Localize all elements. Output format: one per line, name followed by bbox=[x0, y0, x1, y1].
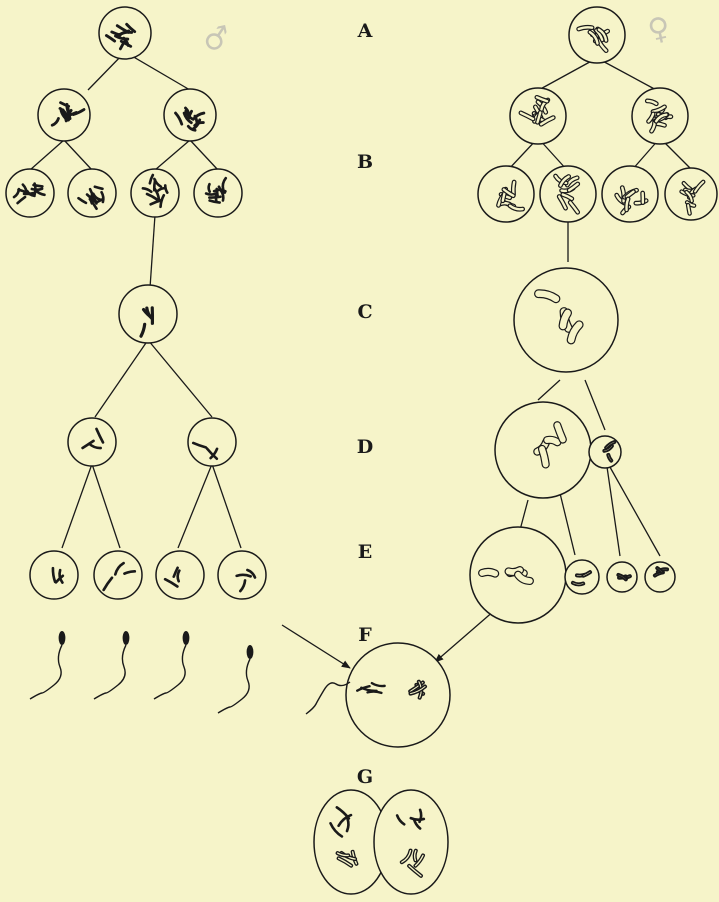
ootid bbox=[470, 527, 566, 623]
cell-membrane bbox=[156, 551, 204, 599]
two-cell-embryo bbox=[314, 790, 448, 894]
connector-line bbox=[190, 140, 218, 170]
stage-label-e: E bbox=[350, 541, 380, 563]
chromosome bbox=[32, 189, 42, 190]
stage-label-a: A bbox=[350, 20, 380, 42]
cell-membrane bbox=[645, 562, 675, 592]
cell-membrane bbox=[131, 169, 179, 217]
sperm bbox=[94, 631, 129, 699]
secondary-spermatocyte-1 bbox=[68, 418, 116, 466]
connector-line bbox=[597, 58, 660, 92]
sperm-head bbox=[183, 631, 190, 645]
spermatocyte-2 bbox=[68, 169, 116, 217]
connector-line bbox=[62, 464, 92, 548]
oogonium-b1 bbox=[510, 88, 566, 144]
connector-line bbox=[150, 215, 155, 288]
secondary-oocyte bbox=[495, 402, 591, 498]
cell-membrane bbox=[188, 418, 236, 466]
connector-line bbox=[558, 485, 575, 555]
chromosome bbox=[206, 193, 216, 194]
chromosome bbox=[209, 184, 210, 192]
blastomere-right bbox=[374, 790, 448, 894]
spermatocyte-4 bbox=[194, 169, 242, 217]
stage-label-b: B bbox=[350, 151, 380, 173]
oocyte-1 bbox=[478, 166, 534, 222]
primary-spermatocyte bbox=[119, 285, 177, 343]
spermatogonium-a bbox=[99, 7, 151, 59]
connector-line bbox=[95, 340, 148, 417]
sperm bbox=[30, 631, 65, 699]
oocyte-2 bbox=[540, 166, 596, 222]
oogonium-b2 bbox=[632, 88, 688, 144]
sperm-arrow bbox=[282, 625, 350, 668]
connector-line bbox=[585, 380, 605, 430]
sperm-tail bbox=[218, 659, 250, 713]
spermatid-3 bbox=[156, 551, 204, 599]
chromosome bbox=[24, 193, 34, 194]
sperm-tail bbox=[154, 645, 186, 699]
fertilized-egg bbox=[346, 643, 450, 747]
egg-arrow bbox=[435, 610, 495, 662]
connector-line bbox=[64, 140, 92, 170]
chromosome bbox=[347, 819, 348, 831]
polar-body-4 bbox=[645, 562, 675, 592]
spermatid-4 bbox=[218, 551, 266, 599]
connector-line bbox=[92, 464, 120, 548]
secondary-spermatocyte-2 bbox=[188, 418, 236, 466]
spermatogonium-b2 bbox=[164, 89, 216, 141]
stage-label-d: D bbox=[350, 436, 380, 458]
connector-line bbox=[148, 340, 212, 417]
spermatocyte-3 bbox=[131, 169, 179, 217]
polar-body-3 bbox=[607, 562, 637, 592]
polar-body-2 bbox=[565, 560, 599, 594]
connector-line bbox=[212, 464, 241, 548]
stage-label-g: G bbox=[350, 766, 380, 788]
connector-line bbox=[178, 464, 212, 548]
sperm-head bbox=[123, 631, 130, 645]
sperm-tail bbox=[30, 645, 62, 699]
primary-oocyte bbox=[514, 268, 618, 372]
connector-line bbox=[155, 140, 190, 170]
connector-line bbox=[538, 380, 560, 400]
stage-label-f: F bbox=[350, 624, 380, 646]
spermatocyte-1 bbox=[6, 169, 54, 217]
connector-line bbox=[535, 58, 597, 92]
oocyte-4 bbox=[665, 168, 717, 220]
sperm bbox=[218, 645, 253, 713]
entering-sperm-tail bbox=[306, 682, 350, 714]
sperm-head bbox=[59, 631, 66, 645]
oogonium-a bbox=[569, 7, 625, 63]
polar-body-1 bbox=[589, 436, 621, 468]
cell-membrane bbox=[346, 643, 450, 747]
cell-membrane bbox=[94, 551, 142, 599]
sperm-tail bbox=[94, 645, 126, 699]
oocyte-3 bbox=[602, 166, 658, 222]
connector-line bbox=[30, 140, 64, 170]
sperm bbox=[154, 631, 189, 699]
chromosome bbox=[34, 185, 43, 186]
connector-line bbox=[520, 500, 528, 530]
connector-line bbox=[606, 460, 620, 556]
spermatid-1 bbox=[30, 551, 78, 599]
connector-line bbox=[606, 460, 660, 556]
spermatogonium-b1 bbox=[38, 89, 90, 141]
sperm-head bbox=[247, 645, 254, 659]
spermatid-2 bbox=[94, 551, 142, 599]
stage-label-c: C bbox=[350, 301, 380, 323]
